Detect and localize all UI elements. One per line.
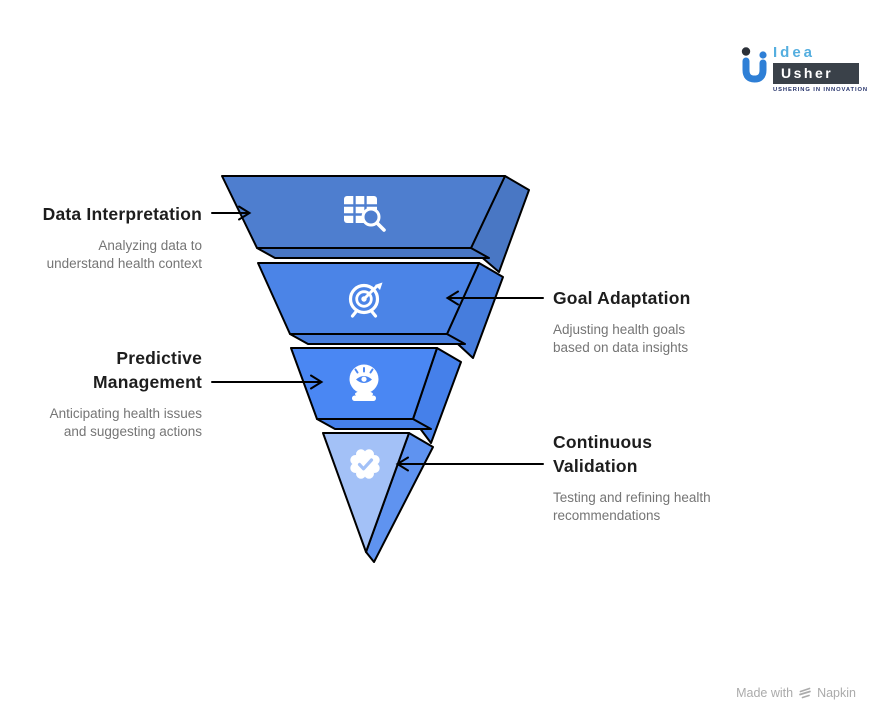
verified-badge-icon: [350, 449, 380, 479]
idea-usher-mark-icon: [741, 47, 767, 83]
label-goal-adaptation: Goal Adaptation Adjusting health goals b…: [553, 286, 793, 357]
funnel-level-1-bottom-face: [256, 247, 490, 259]
napkin-logo-icon: [799, 687, 811, 699]
label-title: Predictive Management: [93, 348, 202, 392]
table-search-icon: [344, 196, 386, 232]
footer-prefix: Made with: [736, 686, 794, 700]
target-dart-icon: [348, 282, 383, 318]
funnel-level-2-bottom-face: [289, 333, 466, 345]
funnel-level-4-continuous-validation: [322, 432, 434, 563]
funnel-level-3-bottom-face: [316, 418, 432, 430]
logo-brand-idea: Idea: [773, 44, 816, 61]
label-data-interpretation: Data Interpretation Analyzing data to un…: [0, 202, 202, 273]
funnel-level-3-predictive-management: [290, 347, 462, 444]
label-description: Adjusting health goals based on data ins…: [553, 322, 689, 355]
label-title: Goal Adaptation: [553, 288, 691, 308]
label-title: Continuous Validation: [553, 432, 653, 476]
funnel-level-4-front-face: [322, 432, 410, 553]
label-continuous-validation: Continuous Validation Testing and refini…: [553, 430, 793, 525]
label-title: Data Interpretation: [42, 204, 202, 224]
idea-usher-logo: Idea Usher USHERING IN INNOVATION: [737, 42, 867, 102]
connector-predictive-management: [211, 374, 324, 390]
funnel-level-2-front-face: [257, 262, 480, 335]
crystal-ball-icon: [349, 364, 379, 401]
label-description: Analyzing data to understand health cont…: [46, 238, 202, 271]
connector-goal-adaptation: [445, 290, 544, 306]
connector-continuous-validation: [395, 456, 544, 472]
label-description: Anticipating health issues and suggestin…: [49, 406, 202, 439]
label-description: Testing and refining health recommendati…: [553, 490, 711, 523]
connector-data-interpretation: [211, 205, 252, 221]
label-predictive-management: Predictive Management Anticipating healt…: [0, 346, 202, 441]
logo-tagline: USHERING IN INNOVATION: [773, 87, 868, 93]
funnel-level-2-goal-adaptation: [257, 262, 504, 359]
made-with-napkin: Made with Napkin: [736, 686, 856, 700]
footer-brand: Napkin: [817, 686, 856, 700]
logo-brand-usher: Usher: [773, 63, 859, 84]
